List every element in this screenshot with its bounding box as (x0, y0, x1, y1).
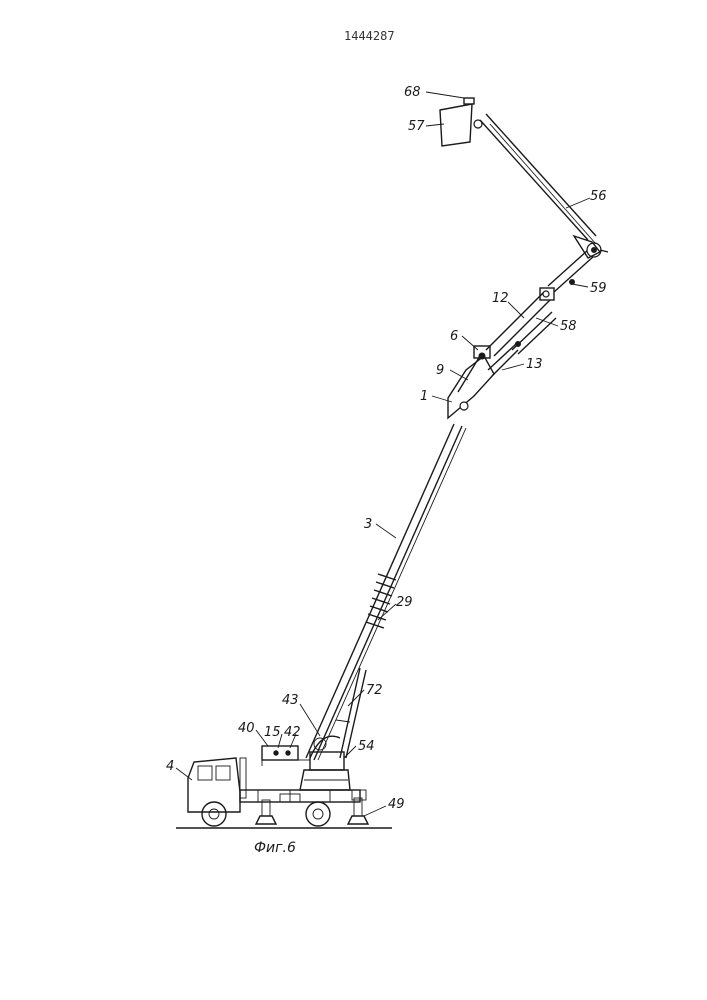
front-wheel (202, 802, 226, 826)
cab-window (216, 766, 230, 780)
label-13: 13 (526, 357, 543, 372)
boom-sleeve (366, 574, 396, 628)
cab-rear-pillar (240, 758, 246, 798)
label-58: 58 (560, 319, 577, 334)
reference-labels: 68 57 56 59 12 58 6 13 9 1 3 29 72 43 40… (166, 85, 607, 812)
patent-number: 1444287 (344, 29, 395, 43)
main-boom (306, 424, 466, 760)
label-49: 49 (388, 797, 405, 812)
work-basket (440, 98, 482, 146)
knuckle-joint (448, 342, 521, 419)
label-43: 43 (282, 693, 299, 708)
truck-cab (188, 758, 240, 812)
label-29: 29 (396, 595, 413, 610)
label-6: 6 (450, 329, 458, 344)
label-40: 40 (238, 721, 255, 736)
leader-lines (176, 92, 590, 816)
turntable (300, 752, 350, 790)
label-54: 54 (358, 739, 375, 754)
label-12: 12 (492, 291, 509, 306)
truck (188, 758, 368, 826)
control-box (262, 746, 310, 766)
label-59: 59 (590, 281, 607, 296)
label-42: 42 (284, 725, 301, 740)
label-4: 4 (166, 759, 174, 774)
label-9: 9 (436, 363, 444, 378)
label-68: 68 (404, 85, 421, 100)
rear-wheel (306, 802, 330, 826)
label-1: 1 (420, 389, 428, 404)
label-3: 3 (364, 517, 372, 532)
outrigger-front (256, 800, 276, 824)
upper-boom (480, 114, 596, 244)
elbow-joint (574, 236, 608, 258)
figure-caption: Фиг.6 (254, 840, 296, 856)
label-56: 56 (590, 189, 607, 204)
cab-window (198, 766, 212, 780)
label-15: 15 (264, 725, 281, 740)
label-72: 72 (366, 683, 383, 698)
label-57: 57 (408, 119, 425, 134)
